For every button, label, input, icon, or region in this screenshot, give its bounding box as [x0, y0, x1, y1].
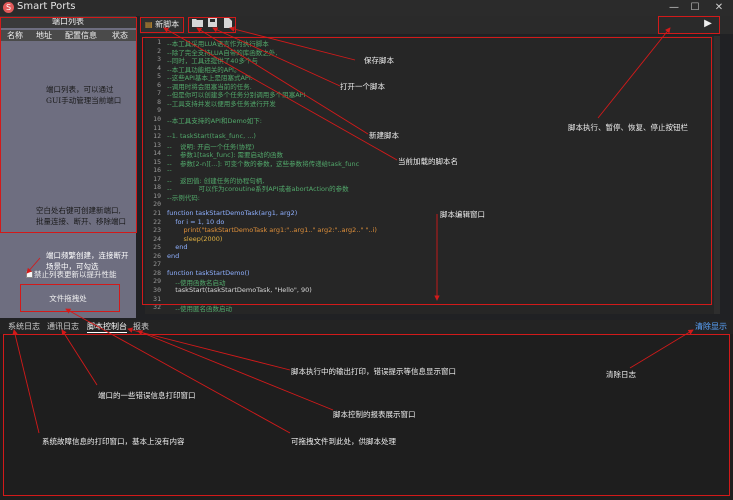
note-save: 保存脚本 — [364, 56, 394, 65]
tab-comm-log[interactable]: 通讯日志 — [47, 322, 79, 331]
annotation-box-editor — [142, 37, 712, 305]
checkbox-icon[interactable] — [26, 271, 33, 278]
line-number: 3 — [157, 55, 161, 64]
note-report: 脚本控制的报表展示窗口 — [333, 410, 416, 419]
code-line[interactable]: --示例代码: — [167, 193, 200, 202]
note-current-script: 当前加载的脚本名 — [398, 157, 458, 166]
code-line[interactable]: for i = 1, 10 do — [167, 217, 225, 226]
line-number: 26 — [153, 251, 161, 260]
column-name[interactable]: 名称 — [7, 31, 23, 40]
line-number: 18 — [153, 183, 161, 192]
line-number: 29 — [153, 277, 161, 286]
column-config[interactable]: 配置信息 — [65, 31, 97, 40]
note-port-list: 端口列表，可以通过 GUI手动管理当前端口 — [46, 85, 122, 105]
line-number: 32 — [153, 303, 161, 312]
close-button[interactable]: ✕ — [714, 2, 724, 13]
tab-report[interactable]: 报表 — [133, 322, 149, 331]
code-line[interactable]: print("taskStartDemoTask arg1:"..arg1.."… — [167, 226, 377, 235]
maximize-button[interactable]: ☐ — [690, 2, 700, 13]
line-number: 25 — [153, 243, 161, 252]
port-list-panel[interactable] — [0, 16, 136, 318]
line-number: 21 — [153, 209, 161, 217]
new-file-icon[interactable] — [221, 18, 235, 31]
line-number: 7 — [157, 89, 161, 98]
line-number: 31 — [153, 294, 161, 303]
line-number: 5 — [157, 72, 161, 81]
editor-scrollbar[interactable] — [714, 36, 720, 314]
app-title: Smart Ports — [17, 1, 76, 12]
doc-icon: ▤ — [145, 20, 153, 29]
line-number: 14 — [153, 149, 161, 158]
tab-script-label: 新脚本 — [155, 20, 180, 29]
note-editor-window: 脚本编辑窗口 — [440, 210, 485, 219]
note-run-controls: 脚本执行、暂停、恢复、停止按钮栏 — [568, 123, 688, 132]
note-print-output: 脚本执行中的输出打印，错误提示等信息显示窗口 — [291, 367, 456, 376]
line-number: 23 — [153, 226, 161, 235]
code-line[interactable]: end — [167, 251, 180, 260]
tab-script-console[interactable]: 脚本控制台 — [87, 322, 127, 333]
code-line[interactable]: function taskStartDemo() — [167, 268, 250, 277]
line-number: 24 — [153, 234, 161, 243]
checkbox-label: 禁止列表更新以提升性能 — [34, 270, 117, 279]
annotation-box-toolbar — [188, 17, 236, 33]
code-line[interactable]: taskStart(taskStartDemoTask, "Hello", 90… — [167, 285, 312, 294]
line-number: 30 — [153, 285, 161, 294]
line-number: 9 — [157, 106, 161, 115]
line-number: 8 — [157, 97, 161, 106]
line-number: 22 — [153, 217, 161, 226]
line-number: 13 — [153, 140, 161, 149]
annotation-box-tab — [140, 17, 184, 33]
note-right-click: 空白处右键可创建新端口, 批量连接、断开、移除端口 — [36, 206, 126, 226]
note-drag-drop: 可拖拽文件到此处，供脚本处理 — [291, 437, 396, 446]
line-number: 28 — [153, 268, 161, 277]
line-number: 4 — [157, 63, 161, 72]
run-button[interactable]: ▶ — [704, 18, 712, 29]
line-number: 17 — [153, 174, 161, 183]
code-line[interactable]: function taskStartDemoTask(arg1, arg2) — [167, 209, 298, 217]
line-number: 20 — [153, 200, 161, 209]
note-frequent: 端口频繁创建，连接断开 场景中，可勾选 — [46, 251, 129, 271]
line-number: 11 — [153, 123, 161, 132]
tab-system-log[interactable]: 系统日志 — [8, 322, 40, 331]
title-bar — [0, 0, 733, 16]
open-folder-icon[interactable] — [190, 18, 204, 31]
code-line[interactable]: -- 可以作为coroutine系列API或者abortAction的参数 — [167, 185, 349, 194]
code-line[interactable]: sleep(2000) — [167, 234, 223, 243]
line-number: 1 — [157, 38, 161, 46]
line-number: 19 — [153, 191, 161, 200]
code-line[interactable]: -- — [167, 166, 172, 175]
annotation-box-port-list — [0, 17, 137, 233]
line-number: 2 — [157, 46, 161, 55]
line-number: 10 — [153, 114, 161, 123]
note-comm-log: 端口的一些错误信息打印窗口 — [98, 391, 196, 400]
annotation-box-file-drop — [20, 284, 120, 312]
annotation-box-console — [3, 334, 730, 496]
note-open: 打开一个脚本 — [340, 82, 385, 91]
note-clear-log: 清除日志 — [606, 370, 636, 379]
port-list-header: 端口列表 — [0, 16, 136, 28]
save-icon[interactable] — [205, 18, 219, 31]
minimize-button[interactable]: — — [669, 2, 679, 13]
line-number: 27 — [153, 260, 161, 269]
line-number: 6 — [157, 80, 161, 89]
port-list-columns: 名称 地址 配置信息 状态 — [0, 30, 136, 41]
note-sys-log: 系统故障信息的打印窗口，基本上没有内容 — [42, 437, 185, 446]
line-number: 15 — [153, 157, 161, 166]
line-number: 12 — [153, 132, 161, 141]
app-logo-icon: S — [3, 2, 14, 13]
code-line[interactable]: -- 返回值: 创建任务的协程句柄, — [167, 176, 265, 185]
note-new: 新建脚本 — [369, 131, 399, 140]
annotation-box-run-controls — [658, 16, 720, 34]
code-line[interactable]: -- 参数[2-n][...]: 可变个数的参数，这些参数将传递给task_fu… — [167, 159, 360, 168]
code-line[interactable]: --使用函数名启动 — [167, 279, 226, 288]
column-address[interactable]: 地址 — [36, 31, 52, 40]
line-number: 16 — [153, 166, 161, 175]
clear-display-button[interactable]: 清除显示 — [695, 322, 727, 331]
file-drop-label: 文件拖拽处 — [49, 294, 87, 303]
column-status[interactable]: 状态 — [112, 31, 128, 40]
code-line[interactable]: end — [167, 243, 188, 252]
